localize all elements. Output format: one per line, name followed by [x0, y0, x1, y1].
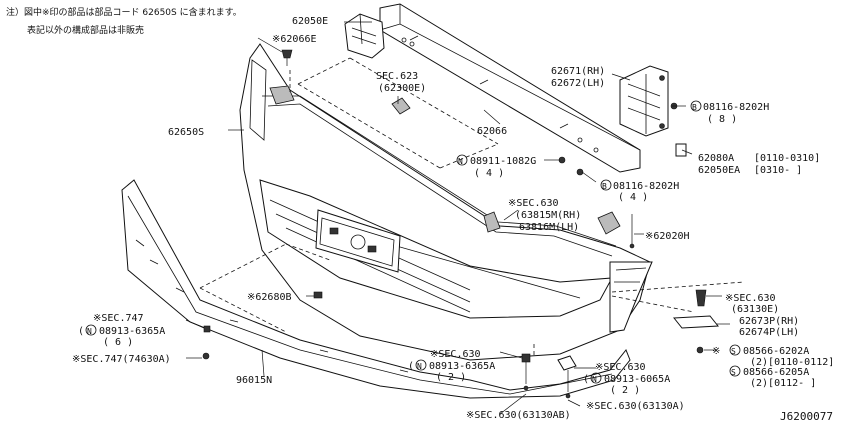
n-mark-left: N [87, 327, 92, 336]
n-mark-icon-left [85, 324, 97, 336]
label-08566-6202A: 08566-6202A [743, 346, 809, 357]
paren-open-s1: ※ [712, 346, 720, 357]
label-62650S: 62650S [168, 127, 204, 138]
s-mark-icon-1 [729, 344, 741, 356]
label-62672: 62672(LH) [551, 78, 605, 89]
label-08566-6205A: 08566-6205A [743, 367, 809, 378]
label-sec630-63815: ※SEC.630 [508, 198, 559, 209]
paren-open-left: ( [78, 326, 84, 337]
s-mark-2: S [731, 368, 736, 377]
label-sec630-63130A: ※SEC.630(63130A) [586, 401, 685, 412]
diagram-code: J6200077 [780, 410, 833, 423]
label-sec747: ※SEC.747 [93, 313, 144, 324]
assembly-lines [199, 57, 745, 356]
n-mark-icon-mid [415, 359, 427, 371]
label-08913-right: 08913-6065A [604, 374, 670, 385]
label-08913-mid-qty: ( 2 ) [436, 372, 466, 383]
n-mark-right: N [592, 375, 597, 384]
bumper-fascia-62650S [239, 43, 653, 361]
label-08911-qty: ( 4 ) [474, 168, 504, 179]
b-mark: B [692, 103, 697, 112]
label-63815M: (63815M(RH) [515, 210, 581, 221]
label-08913-right-qty: ( 2 ) [610, 385, 640, 396]
hardware [202, 49, 719, 399]
label-62066: 62066 [477, 126, 507, 137]
label-08566-6205A-sub: (2)[0112- ] [750, 378, 816, 389]
label-62020H: ※62020H [645, 231, 690, 242]
label-08911: 08911-1082G [470, 156, 536, 167]
stay-bracket-62671 [619, 65, 669, 137]
label-62080A-date: [0110-0310] [754, 153, 820, 164]
label-62050EA-date: [0310- ] [754, 165, 802, 176]
n-mark: N [458, 157, 463, 166]
label-sec630-63130E: ※SEC.630 [725, 293, 776, 304]
s-mark-1: S [731, 347, 736, 356]
label-63816M: 63816M(LH) [519, 222, 579, 233]
n-mark-icon [456, 154, 468, 166]
label-08913-mid: 08913-6365A [429, 361, 495, 372]
b-mark-icon-2 [600, 179, 612, 191]
label-08116-top: 08116-8202H [703, 102, 769, 113]
label-sec630-63130AB: ※SEC.630(63130AB) [466, 410, 571, 421]
s-mark-icon-2 [729, 365, 741, 377]
label-sec623-sub: (62300E) [378, 83, 426, 94]
label-62080A: 62080A [698, 153, 734, 164]
label-sec630-mid: ※SEC.630 [430, 349, 481, 360]
label-sec747-74630A: ※SEC.747(74630A) [72, 354, 171, 365]
label-96015N: 96015N [236, 375, 272, 386]
note-line-2: 表記以外の構成部品は非販売 [27, 24, 144, 36]
label-62050E: 62050E [292, 16, 328, 27]
label-62066E: ※62066E [272, 34, 317, 45]
label-08913-left-qty: ( 6 ) [103, 337, 133, 348]
paren-open-mid: ( [408, 361, 414, 372]
label-62674P: 62674P(LH) [739, 327, 799, 338]
label-08566-6202A-sub: (2)[0110-0112] [750, 357, 834, 368]
bracket-62050E [344, 13, 385, 59]
label-62671: 62671(RH) [551, 66, 605, 77]
label-sec630-right: ※SEC.630 [595, 362, 646, 373]
label-63130E-sub: (63130E) [731, 304, 779, 315]
label-62673P: 62673P(RH) [739, 316, 799, 327]
label-08116-top-qty: ( 8 ) [707, 114, 737, 125]
label-08913-left: 08913-6365A [99, 326, 165, 337]
b-mark-2: B [602, 182, 607, 191]
note-line-1: 注）図中※印の部品は部品コード 62650S に含まれます。 [6, 6, 242, 18]
label-08116-mid: 08116-8202H [613, 181, 679, 192]
leader-lines [185, 21, 730, 415]
n-mark-mid: N [417, 362, 422, 371]
label-62050EA: 62050EA [698, 165, 740, 176]
lower-spoiler-96015N [121, 179, 631, 399]
n-mark-icon-right [590, 372, 602, 384]
b-mark-icon [690, 100, 702, 112]
label-sec623: SEC.623 [376, 71, 418, 82]
label-62680B: ※62680B [247, 292, 292, 303]
paren-open-right: ( [583, 374, 589, 385]
label-08116-mid-qty: ( 4 ) [618, 192, 648, 203]
